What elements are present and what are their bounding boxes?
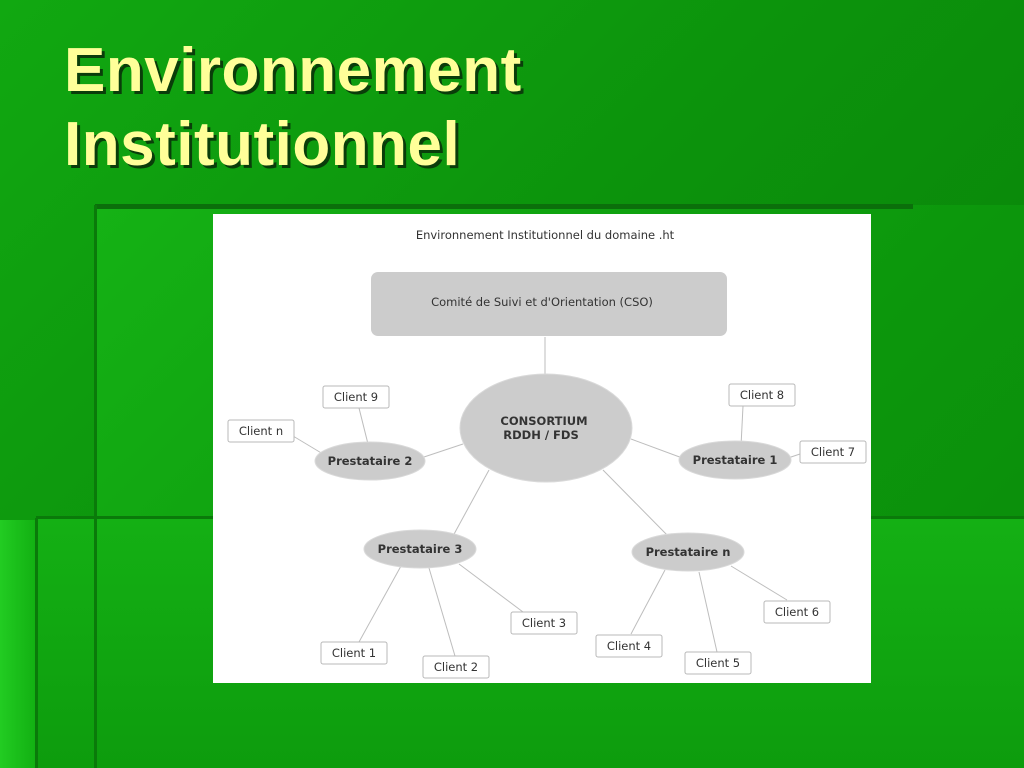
client-2-box — [422, 655, 490, 679]
client-6-label: Client 6 — [775, 605, 819, 619]
divider-top — [95, 204, 913, 209]
client-1-box — [320, 641, 388, 665]
prestataire-2-node — [314, 441, 426, 481]
prestataire-3-node — [363, 529, 477, 569]
consortium-node — [459, 373, 633, 483]
prestataire-n-label: Prestataire n — [646, 545, 731, 559]
slide-title-line-2: Institutionnel — [64, 110, 461, 179]
client-1-label: Client 1 — [332, 646, 376, 660]
client-7-box — [799, 440, 867, 464]
prestataire-3-label: Prestataire 3 — [378, 542, 463, 556]
edge-p2-cn — [292, 435, 324, 455]
edge-p3-c3 — [458, 563, 524, 613]
slide-title: Environnement Institutionnel — [64, 34, 522, 182]
diagram-canvas: Environnement Institutionnel du domaine … — [227, 228, 867, 679]
client-5-label: Client 5 — [696, 656, 740, 670]
prestataire-2-label: Prestataire 2 — [328, 454, 413, 468]
client-3-box — [510, 611, 578, 635]
edge-pn-c6 — [730, 565, 788, 601]
client-3-label: Client 3 — [522, 616, 566, 630]
edge-p2-c9 — [358, 407, 370, 449]
edge-pn-c5 — [698, 571, 718, 653]
divider-vertical-lower — [35, 518, 38, 768]
consortium-label-line-1: CONSORTIUM — [500, 414, 587, 428]
client-9-box — [322, 385, 390, 409]
diagram-edges — [292, 337, 801, 657]
cso-label: Comité de Suivi et d'Orientation (CSO) — [431, 295, 653, 309]
client-n-label: Client n — [239, 424, 283, 438]
edge-p1-c8 — [740, 405, 744, 447]
prestataire-1-node — [678, 440, 792, 480]
client-4-box — [595, 634, 663, 658]
prestataire-n-node — [631, 532, 745, 572]
edge-consortium-p1 — [630, 438, 686, 460]
edge-consortium-p3 — [452, 469, 490, 537]
client-6-box — [763, 600, 831, 624]
prestataire-1-label: Prestataire 1 — [693, 453, 778, 467]
diagram-figure: Environnement Institutionnel du domaine … — [213, 214, 871, 683]
cso-box — [371, 272, 727, 336]
divider-vertical — [94, 205, 97, 768]
client-9-label: Client 9 — [334, 390, 378, 404]
edge-p3-c2 — [428, 567, 456, 657]
client-8-label: Client 8 — [740, 388, 784, 402]
slide-title-line-1: Environnement — [64, 36, 522, 105]
edge-consortium-pn — [602, 469, 672, 540]
client-n-box — [227, 419, 295, 443]
diagram-title: Environnement Institutionnel du domaine … — [416, 228, 675, 242]
client-7-label: Client 7 — [811, 445, 855, 459]
background-panel-left — [0, 520, 36, 768]
edge-pn-c4 — [630, 569, 666, 635]
edge-p3-c1 — [358, 565, 402, 643]
client-2-label: Client 2 — [434, 660, 478, 674]
consortium-label-line-2: RDDH / FDS — [503, 428, 578, 442]
client-4-label: Client 4 — [607, 639, 651, 653]
client-5-box — [684, 651, 752, 675]
client-8-box — [728, 383, 796, 407]
